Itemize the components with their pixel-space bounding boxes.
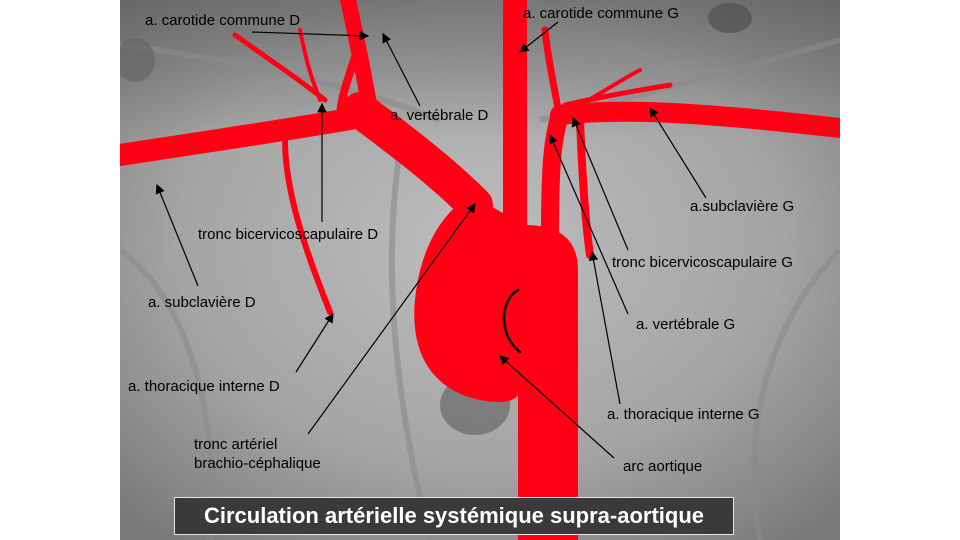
label-carotid-left: a. carotide commune G — [523, 5, 679, 22]
brachiocephalic-trunk — [342, 92, 493, 223]
label-thyrocervical-left: tronc bicervicoscapulaire G — [612, 254, 793, 271]
right-thyrocervical-branch — [298, 28, 322, 102]
label-thyrocervical-right: tronc bicervicoscapulaire D — [198, 226, 379, 243]
left-thyrocervical-branch — [568, 68, 642, 112]
pointer-brachiocephalic — [307, 203, 476, 435]
label-vertebral-left: a. vertébrale G — [636, 316, 736, 333]
pointer-aortic-arch — [499, 355, 615, 459]
left-vertebral — [541, 26, 564, 124]
title-box: Circulation artérielle systémique supra-… — [174, 497, 734, 535]
pointer-subclavian-right — [155, 183, 199, 287]
xray-dark-patch — [708, 3, 752, 33]
label-internal-thoracic-right: a. thoracique interne D — [128, 378, 280, 395]
pointer-internal-thoracic-left — [588, 250, 621, 405]
page-title: Circulation artérielle systémique supra-… — [203, 503, 705, 528]
label-internal-thoracic-left: a. thoracique interne G — [607, 406, 760, 423]
pointer-carotid-right — [251, 30, 370, 41]
label-subclavian-left: a.subclavière G — [690, 198, 795, 215]
arterial-tree — [120, 0, 840, 540]
aortic-arch-border — [502, 288, 522, 354]
label-brachiocephalic-line2: brachio-céphalique — [194, 455, 321, 472]
pointer-thyrocervical-left — [571, 116, 629, 251]
left-thyrocervical — [562, 82, 673, 108]
xray-dark-patch — [120, 38, 155, 82]
right-vertebral — [336, 36, 364, 119]
right-subclavian — [120, 107, 366, 166]
pointer-vertebral-right — [382, 32, 421, 107]
pointer-vertebral-left — [548, 133, 629, 315]
angiography-image — [120, 0, 840, 540]
right-internal-thoracic — [282, 137, 333, 315]
pointer-internal-thoracic-right — [295, 312, 334, 373]
pointer-carotid-left — [519, 21, 559, 53]
aortic-arch-shape — [414, 195, 578, 540]
left-subclavian — [550, 101, 840, 138]
label-carotid-right: a. carotide commune D — [145, 12, 301, 29]
right-common-carotid — [340, 0, 378, 118]
pointer-subclavian-left — [649, 106, 707, 199]
label-aortic-arch: arc aortique — [623, 458, 703, 475]
label-subclavian-right: a. subclavière D — [148, 294, 256, 311]
label-vertebral-right: a. vertébrale D — [390, 107, 489, 124]
label-brachiocephalic-line1: tronc artériel — [194, 436, 278, 453]
